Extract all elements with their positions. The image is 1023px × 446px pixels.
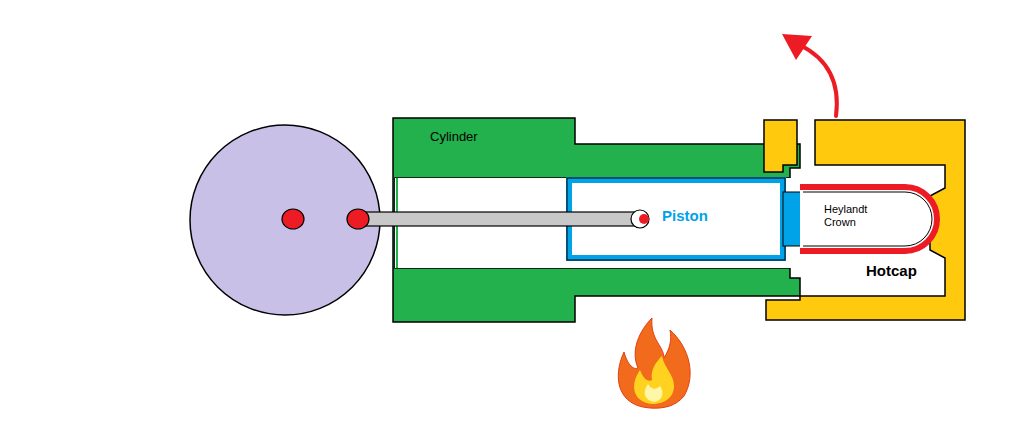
flywheel-axle — [282, 209, 304, 229]
hotcap-lip — [764, 120, 797, 172]
part-label: Hotcap — [866, 262, 917, 279]
part-label: Piston — [662, 207, 708, 224]
heylandt-crown — [800, 187, 937, 251]
heat-arrow — [800, 45, 837, 116]
connecting-rod — [358, 212, 640, 226]
heat-arrowhead — [782, 34, 812, 60]
part-label: Cylinder — [430, 130, 478, 145]
part-label: Heylandt Crown — [824, 203, 882, 228]
piston-crown — [783, 192, 801, 246]
flame — [618, 318, 690, 408]
piston-pin — [631, 210, 649, 228]
hotcap-body — [766, 120, 965, 320]
flywheel — [190, 125, 380, 315]
piston-pin-dot — [639, 214, 649, 224]
crank-pin — [347, 209, 369, 229]
heylandt-crown-inner — [803, 192, 932, 246]
